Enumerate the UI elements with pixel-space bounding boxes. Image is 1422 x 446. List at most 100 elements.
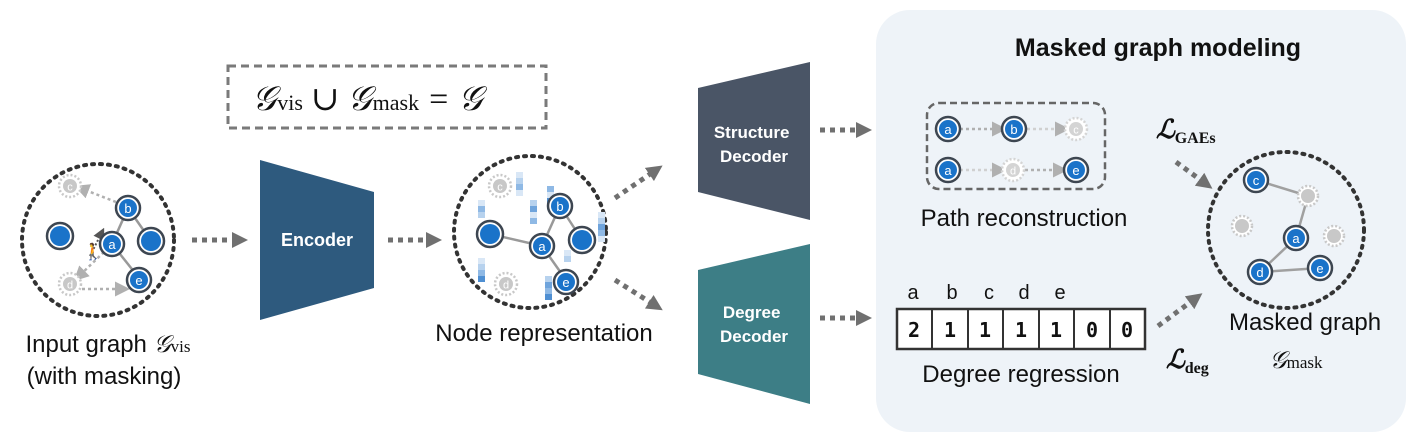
representation-boundary — [452, 154, 608, 310]
degree-value: 2 — [908, 318, 920, 342]
arrow-deg-to-masked-graph — [1156, 293, 1203, 329]
node-unlabeled-left — [475, 219, 505, 249]
node-a: a — [1282, 224, 1310, 252]
masked-node-gray — [1296, 184, 1320, 208]
equation-box — [226, 64, 548, 130]
node-a: a — [528, 232, 556, 260]
degree-vector — [895, 307, 1147, 351]
degree-decoder-block — [698, 244, 810, 404]
svg-text:a: a — [1292, 231, 1300, 246]
arrow-gaes-to-masked-graph — [1174, 159, 1213, 189]
svg-text:b: b — [556, 199, 563, 214]
path1-node-b: b — [1000, 115, 1028, 143]
feature-bar — [478, 200, 485, 218]
svg-text:d: d — [503, 280, 509, 292]
feature-bar — [545, 276, 552, 300]
svg-text:c: c — [1253, 173, 1260, 188]
degree-letters: a b c d e — [907, 282, 1065, 304]
svg-text:a: a — [944, 122, 952, 137]
svg-text:a: a — [944, 163, 952, 178]
node-e: e — [125, 266, 153, 294]
svg-text:c: c — [67, 182, 73, 194]
svg-text:e: e — [1072, 163, 1079, 178]
degree-value: 1 — [1050, 318, 1062, 342]
degree-letter: e — [1054, 282, 1065, 304]
encoder-block — [260, 160, 374, 320]
node-unlabeled-right — [567, 225, 597, 255]
feature-bar — [530, 200, 537, 224]
path-b-c — [74, 184, 117, 204]
masked-node-gray — [1322, 224, 1346, 248]
degree-value: 0 — [1086, 318, 1098, 342]
degree-value: 0 — [1121, 318, 1133, 342]
svg-text:d: d — [67, 280, 73, 292]
panel-title: Masked graph modeling — [1015, 34, 1301, 62]
input-graph-caption-line2: (with masking) — [27, 363, 182, 390]
svg-text:e: e — [1316, 261, 1323, 276]
feature-bar — [564, 250, 571, 262]
masked-graph-boundary — [1206, 150, 1366, 310]
node-d-masked: d — [57, 271, 83, 297]
node-b: b — [114, 194, 142, 222]
degree-value: 1 — [944, 318, 956, 342]
svg-text:a: a — [538, 239, 546, 254]
encoder-label: Encoder — [281, 230, 353, 250]
degree-decoder-label: Degree Decoder — [720, 303, 788, 346]
node-e: e — [1306, 254, 1334, 282]
node-e: e — [552, 268, 580, 296]
path-reconstruction-box — [925, 101, 1107, 191]
path1-node-a: a — [934, 115, 962, 143]
node-representation-caption: Node representation — [435, 320, 652, 347]
path2-node-a: a — [934, 156, 962, 184]
masked-graph-symbol: 𝒢mask — [1270, 348, 1323, 374]
path1-node-c-masked: c — [1063, 116, 1089, 142]
node-c-masked: c — [57, 173, 83, 199]
svg-text:d: d — [1256, 265, 1263, 280]
svg-text:a: a — [108, 237, 116, 252]
masked-graph-caption: Masked graph — [1229, 309, 1381, 336]
path2-node-e: e — [1062, 156, 1090, 184]
degree-letter: b — [946, 282, 957, 304]
loss-deg: ℒdeg — [1166, 345, 1209, 377]
svg-text:d: d — [1010, 166, 1016, 178]
masked-node-gray — [1230, 214, 1254, 238]
svg-text:e: e — [135, 273, 142, 288]
node-b: b — [546, 192, 574, 220]
arrow-to-structure-decoder — [613, 165, 663, 201]
feature-bar — [598, 212, 605, 242]
degree-value: 1 — [979, 318, 991, 342]
walker-path — [89, 227, 105, 257]
degree-regression-caption: Degree regression — [922, 361, 1119, 388]
node-unlabeled-left — [45, 221, 75, 251]
structure-decoder-label: Structure Decoder — [714, 123, 794, 166]
path-reconstruction-caption: Path reconstruction — [921, 205, 1128, 232]
svg-text:b: b — [124, 201, 131, 216]
loss-gaes: ℒGAEs — [1156, 115, 1216, 147]
node-a: a — [98, 230, 126, 258]
feature-bar — [516, 172, 523, 196]
walker-icon: 🚶 — [83, 242, 103, 261]
svg-text:e: e — [562, 275, 569, 290]
path-a-d — [73, 251, 105, 282]
path2-node-d-masked: d — [1000, 157, 1026, 183]
svg-text:c: c — [497, 182, 503, 194]
structure-decoder-block — [698, 62, 810, 220]
masked-graph: c a d e — [1206, 150, 1366, 310]
node-unlabeled-right — [136, 226, 166, 256]
input-graph-caption: Input graph 𝒢vis — [25, 331, 190, 358]
degree-letter: d — [1018, 282, 1029, 304]
input-graph: 🚶 c d b a — [20, 162, 176, 318]
node-representation-graph: c d b a e — [452, 154, 608, 310]
svg-text:c: c — [1073, 125, 1079, 137]
degree-value: 1 — [1015, 318, 1027, 342]
svg-text:b: b — [1010, 122, 1017, 137]
arrow-to-degree-decoder — [613, 277, 663, 311]
degree-letter: a — [907, 282, 919, 304]
node-c-masked: c — [487, 173, 513, 199]
node-d-masked: d — [493, 271, 519, 297]
feature-bar — [478, 258, 485, 282]
node-d: d — [1246, 258, 1274, 286]
node-c: c — [1242, 166, 1270, 194]
input-graph-boundary — [20, 162, 176, 318]
